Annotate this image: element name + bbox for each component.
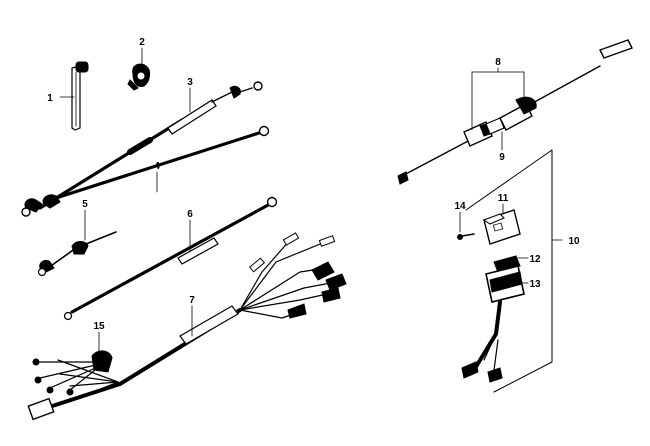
short-wire-part-5 xyxy=(37,231,117,277)
leader-lines xyxy=(59,47,563,353)
rocker-switch-part-13 xyxy=(461,255,525,383)
screw-part-14 xyxy=(457,233,475,240)
callout-labels: 1 2 3 4 5 6 7 8 9 10 11 12 13 14 15 xyxy=(47,37,580,332)
callout-13: 13 xyxy=(529,279,541,290)
harness-clamp-part-15 xyxy=(32,350,113,396)
callout-8: 8 xyxy=(495,57,501,68)
callout-7: 7 xyxy=(189,295,195,306)
callout-2: 2 xyxy=(139,37,145,48)
callout-10: 10 xyxy=(568,236,580,247)
callout-1: 1 xyxy=(47,93,53,104)
cable-tie-part xyxy=(71,61,89,131)
callout-14: 14 xyxy=(454,201,466,212)
inline-fuse-holder-part-8 xyxy=(397,39,633,185)
assembly-bracket-part-10 xyxy=(465,149,553,393)
relay-part-11 xyxy=(482,209,521,245)
callout-9: 9 xyxy=(499,152,505,163)
callout-6: 6 xyxy=(187,209,193,220)
ground-wire-part-4 xyxy=(42,125,270,209)
main-harness-part-7 xyxy=(27,232,347,421)
callout-12: 12 xyxy=(529,254,541,265)
callout-3: 3 xyxy=(187,77,193,88)
ground-wire-part-3 xyxy=(21,81,263,217)
callout-15: 15 xyxy=(93,321,105,332)
ground-wire-part-6 xyxy=(63,196,278,321)
callout-11: 11 xyxy=(498,193,509,204)
wire-clip-part xyxy=(127,63,151,91)
callout-5: 5 xyxy=(82,199,88,210)
callout-4: 4 xyxy=(154,161,160,172)
